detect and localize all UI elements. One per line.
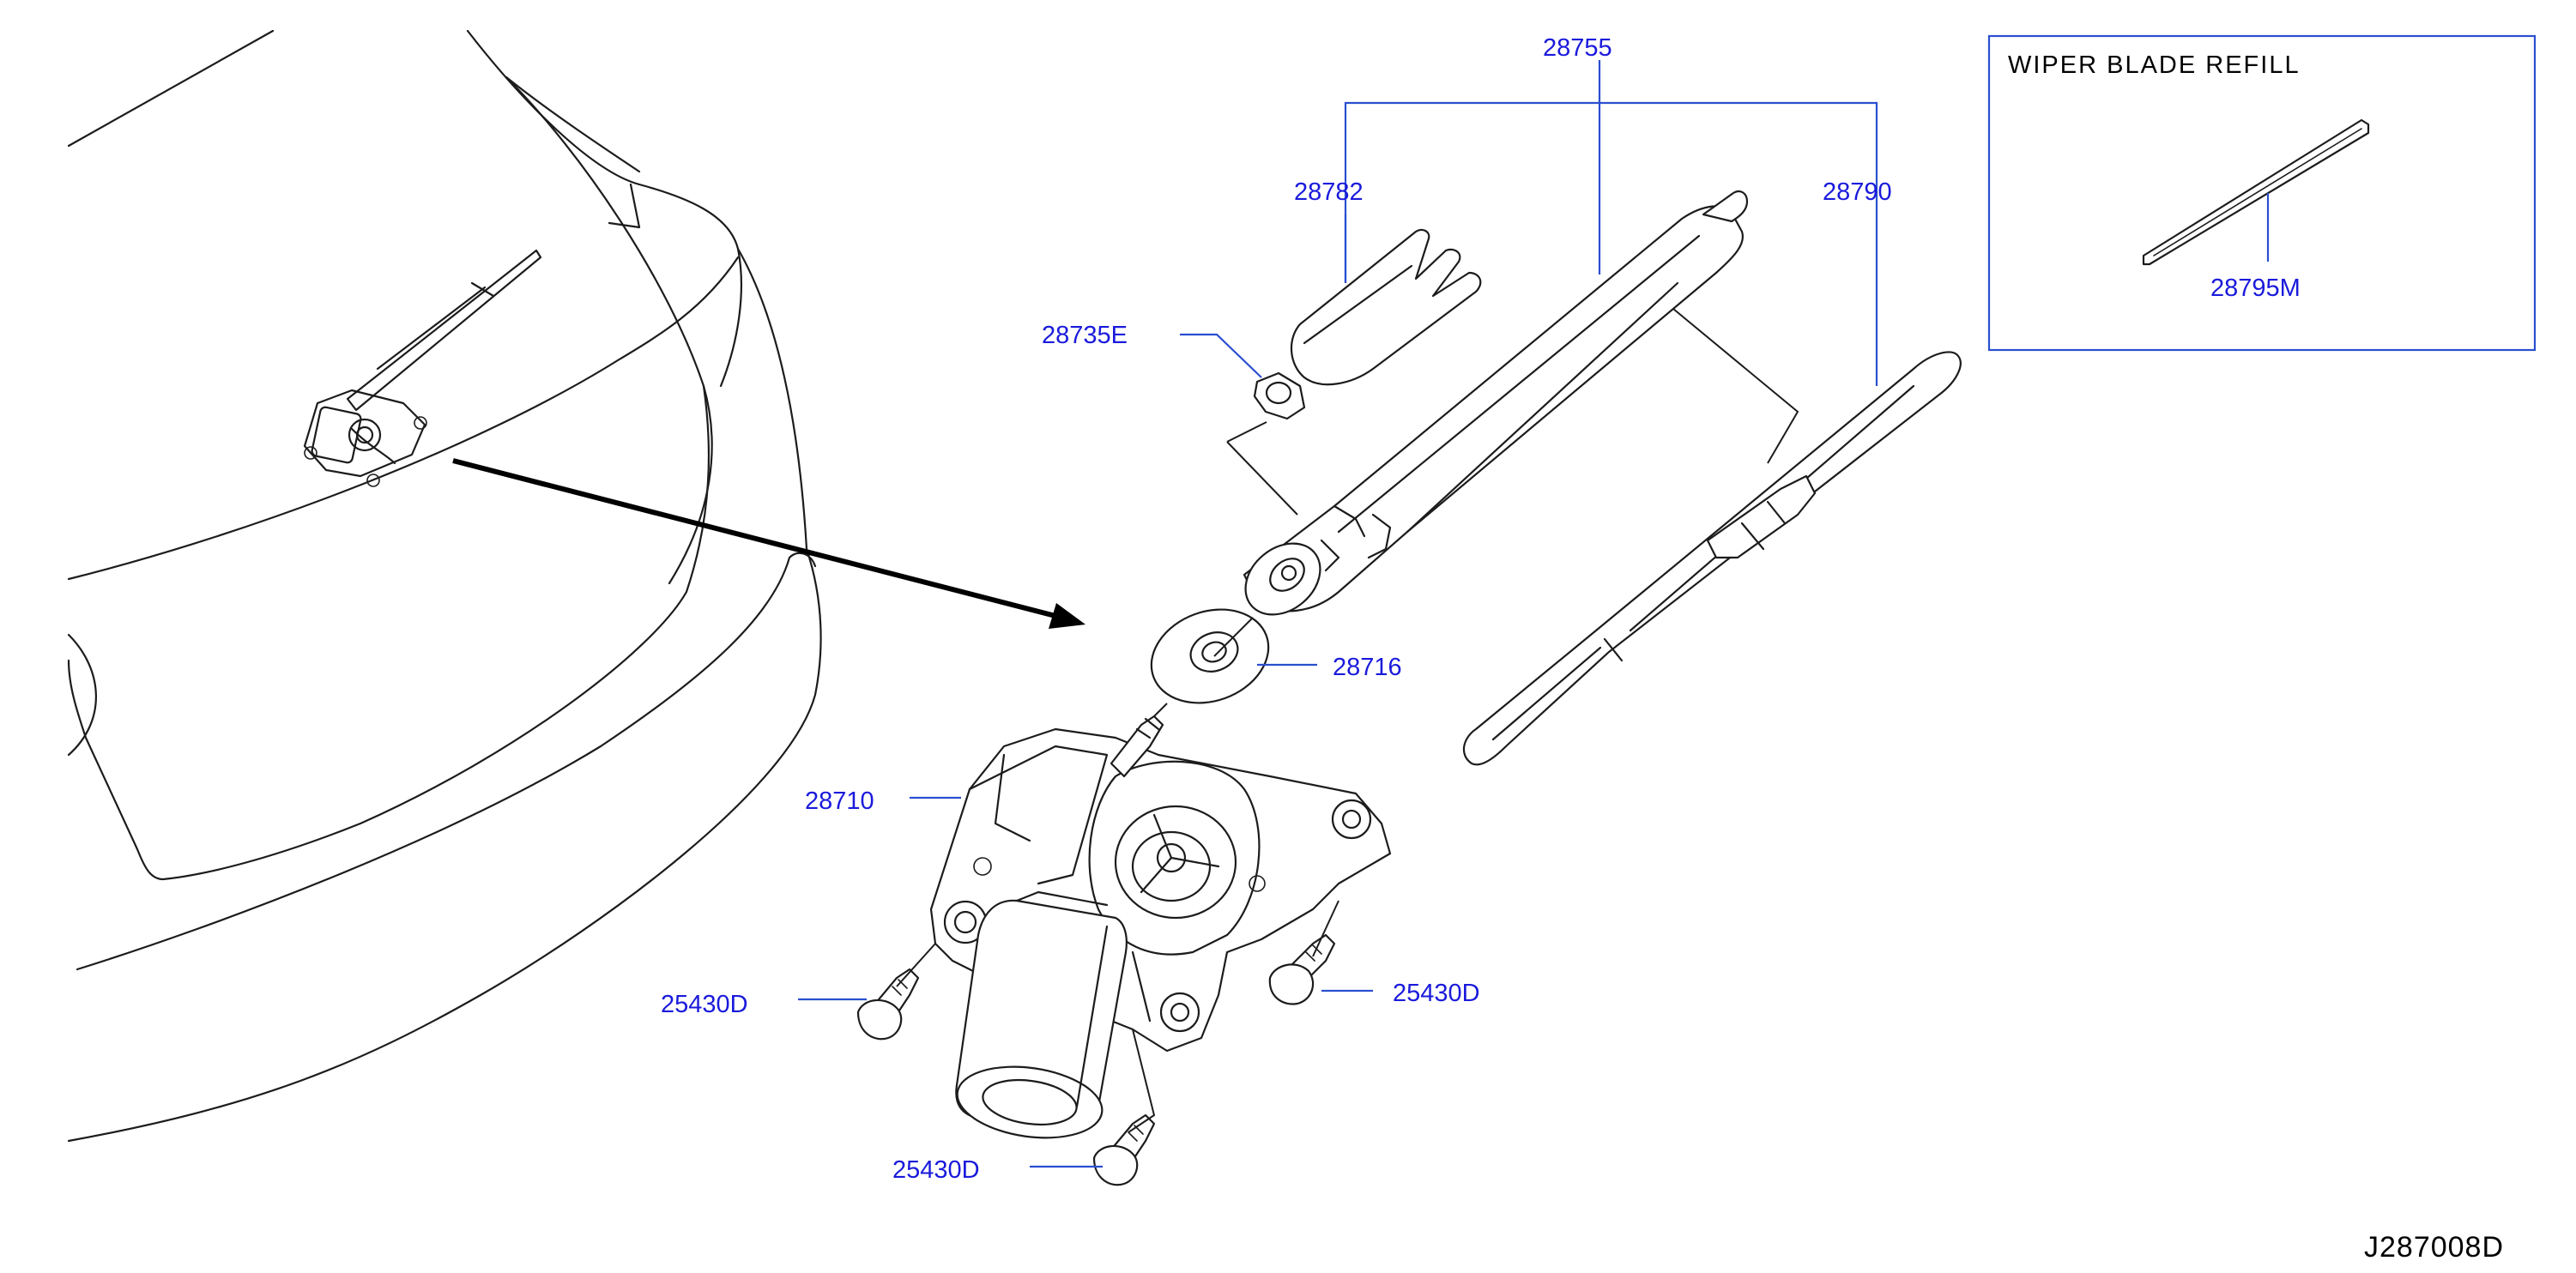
inset-title: WIPER BLADE REFILL [2008,51,2301,79]
part-labels: 28755 28782 28790 28735E 28716 28710 254… [661,34,1892,1184]
vehicle-rear-illustration [67,29,822,1143]
part-label-28790: 28790 [1823,178,1892,206]
part-label-28755: 28755 [1543,34,1612,62]
wiper-blade-refill-inset: WIPER BLADE REFILL 28795M [1987,34,2537,352]
part-label-25430D-left: 25430D [661,991,748,1018]
diagram-reference-code: J287008D [2364,1231,2504,1264]
cover-cap-28782 [1290,228,1482,386]
part-label-28716: 28716 [1333,654,1402,681]
wiper-refill-strip [2142,118,2370,266]
part-label-28710: 28710 [805,787,874,815]
screw-25430D-left [856,968,920,1041]
screw-25430D-right [1268,933,1336,1005]
part-label-28735E: 28735E [1042,322,1128,349]
leader-lines [798,60,1878,1168]
washer-28716 [1150,608,1270,704]
wiper-arm-28755 [1243,190,1749,616]
nut-28735E [1253,371,1306,420]
wiper-blade-28790 [1462,351,1962,766]
screw-25430D-bottom [1092,1113,1156,1186]
part-label-28795M: 28795M [2210,275,2301,302]
part-label-25430D-bottom: 25430D [892,1156,980,1184]
detail-arrow [452,458,1085,629]
wiper-motor-28710 [929,715,1392,1139]
part-label-28782: 28782 [1294,178,1364,206]
part-label-25430D-right: 25430D [1393,980,1480,1007]
